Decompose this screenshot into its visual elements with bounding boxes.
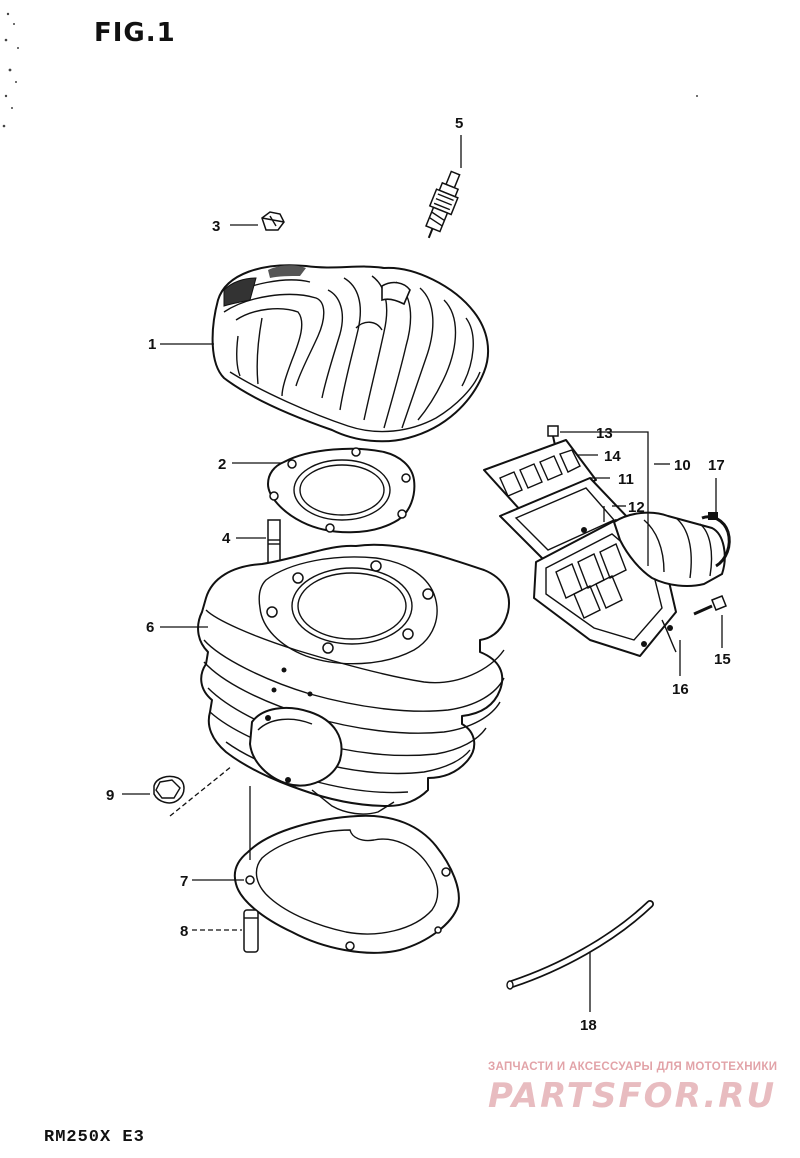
callout-1: 1	[148, 336, 156, 353]
callout-11: 11	[618, 471, 634, 488]
reed-petal[interactable]	[483, 439, 597, 513]
scan-specks	[2, 12, 698, 128]
hose-clamp[interactable]	[701, 512, 731, 568]
intake-pipe-bolt[interactable]	[693, 595, 727, 616]
callout-12: 12	[628, 499, 645, 516]
callout-10: 10	[674, 457, 691, 474]
callout-9: 9	[106, 787, 114, 804]
watermark-brand: PARTSFOR.RU	[488, 1076, 777, 1116]
intake-pipe[interactable]	[613, 511, 726, 653]
dowel-pin[interactable]	[243, 909, 259, 953]
callout-14: 14	[604, 448, 621, 465]
cylinder[interactable]	[197, 543, 510, 815]
cylinder-head[interactable]	[211, 264, 490, 443]
callout-16: 16	[672, 681, 689, 698]
callout-7: 7	[180, 873, 188, 890]
head-gasket[interactable]	[267, 447, 416, 534]
callout-15: 15	[714, 651, 731, 668]
figure-title: FIG.1	[94, 18, 176, 48]
callout-labels: 1 2 3 4 5 6 7 8 9 10 11 12 13 14 15 16 1…	[106, 115, 731, 1034]
callout-4: 4	[222, 530, 231, 547]
callout-18: 18	[580, 1017, 597, 1034]
breather-hose[interactable]	[506, 900, 654, 990]
spark-plug[interactable]	[419, 169, 467, 243]
leader-lines	[122, 135, 723, 1012]
head-nut[interactable]	[261, 211, 285, 231]
model-code: RM250X E3	[44, 1128, 145, 1147]
callout-3: 3	[212, 218, 220, 235]
callout-6: 6	[146, 619, 154, 636]
callout-2: 2	[218, 456, 226, 473]
cylinder-nut[interactable]	[153, 775, 185, 804]
callout-13: 13	[596, 425, 613, 442]
callout-8: 8	[180, 923, 188, 940]
callout-17: 17	[708, 457, 725, 474]
base-gasket[interactable]	[233, 814, 460, 954]
watermark-tagline: ЗАПЧАСТИ И АКСЕССУАРЫ ДЛЯ МОТОТЕХНИКИ	[488, 1061, 778, 1073]
callout-5: 5	[455, 115, 463, 132]
